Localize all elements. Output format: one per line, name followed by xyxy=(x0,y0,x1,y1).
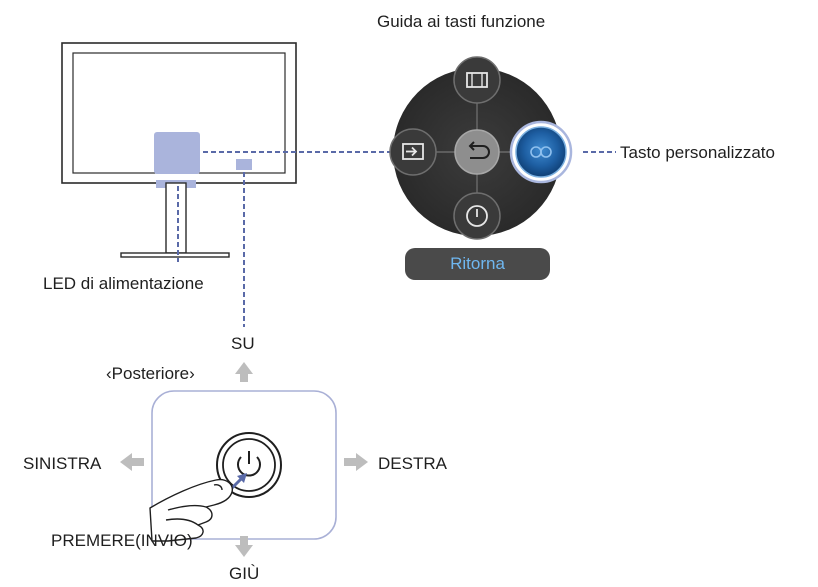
connector-lines xyxy=(177,151,616,327)
return-pill[interactable]: Ritorna xyxy=(405,248,550,280)
joystick-button[interactable] xyxy=(216,432,282,498)
up-label: SU xyxy=(231,334,255,353)
down-label: GIÙ xyxy=(229,564,260,583)
monitor-base xyxy=(120,252,230,258)
down-arrow-icon xyxy=(235,536,253,557)
return-icon[interactable] xyxy=(454,129,500,175)
right-label: DESTRA xyxy=(378,454,447,473)
monitor-illustration xyxy=(61,42,297,258)
joystick-area-highlight xyxy=(154,132,200,174)
custom-key-label: Tasto personalizzato xyxy=(620,143,775,162)
finger-illustration xyxy=(149,478,233,542)
function-key-pad xyxy=(389,56,573,240)
press-arrow-icon xyxy=(230,473,247,490)
picture-size-icon[interactable] xyxy=(453,56,501,104)
custom-key-icon[interactable] xyxy=(509,120,573,184)
power-led-highlight xyxy=(236,159,252,170)
rear-label: ‹Posteriore› xyxy=(106,364,195,383)
power-led-label: LED di alimentazione xyxy=(43,274,204,293)
left-arrow-icon xyxy=(120,453,144,471)
input-source-icon[interactable] xyxy=(389,128,437,176)
key-guide-title: Guida ai tasti funzione xyxy=(377,12,546,31)
press-label: PREMERE(INVIO) xyxy=(51,531,193,550)
up-arrow-icon xyxy=(235,362,253,382)
right-arrow-icon xyxy=(344,453,368,471)
left-label: SINISTRA xyxy=(23,454,102,473)
monitor-neck xyxy=(165,182,187,254)
joystick-illustration xyxy=(120,362,368,557)
power-icon[interactable] xyxy=(453,192,501,240)
